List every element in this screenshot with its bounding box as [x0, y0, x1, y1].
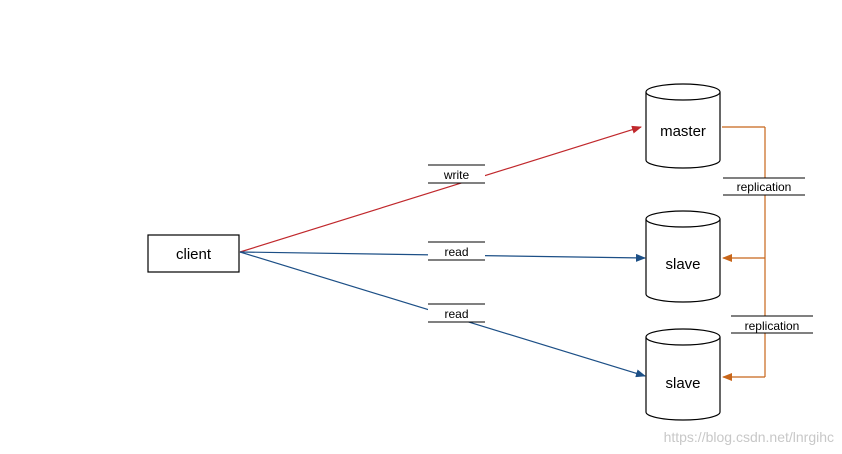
write-arrow — [239, 125, 642, 253]
master-label: master — [660, 123, 706, 140]
slave-database-top: slave — [645, 210, 721, 303]
slave-database-bottom: slave — [645, 328, 721, 421]
read-label-bottom: read — [444, 307, 468, 321]
read-label-box-bottom: read — [428, 303, 485, 323]
read-label-box-top: read — [428, 241, 485, 261]
write-label-box: write — [428, 164, 485, 184]
slave-top-label: slave — [665, 256, 700, 273]
replication-label-bottom: replication — [745, 319, 800, 333]
watermark-text: https://blog.csdn.net/lnrgihc — [664, 429, 834, 445]
replication-label-top: replication — [737, 180, 792, 194]
master-database: master — [645, 83, 721, 169]
replication-connectors — [722, 126, 766, 381]
client-label: client — [176, 246, 212, 263]
replication-label-box-bottom: replication — [731, 315, 813, 334]
replication-label-box-top: replication — [723, 177, 805, 196]
client-node: client — [147, 234, 240, 273]
write-label: write — [443, 168, 470, 182]
slave-bottom-label: slave — [665, 375, 700, 392]
read-label-top: read — [444, 245, 468, 259]
